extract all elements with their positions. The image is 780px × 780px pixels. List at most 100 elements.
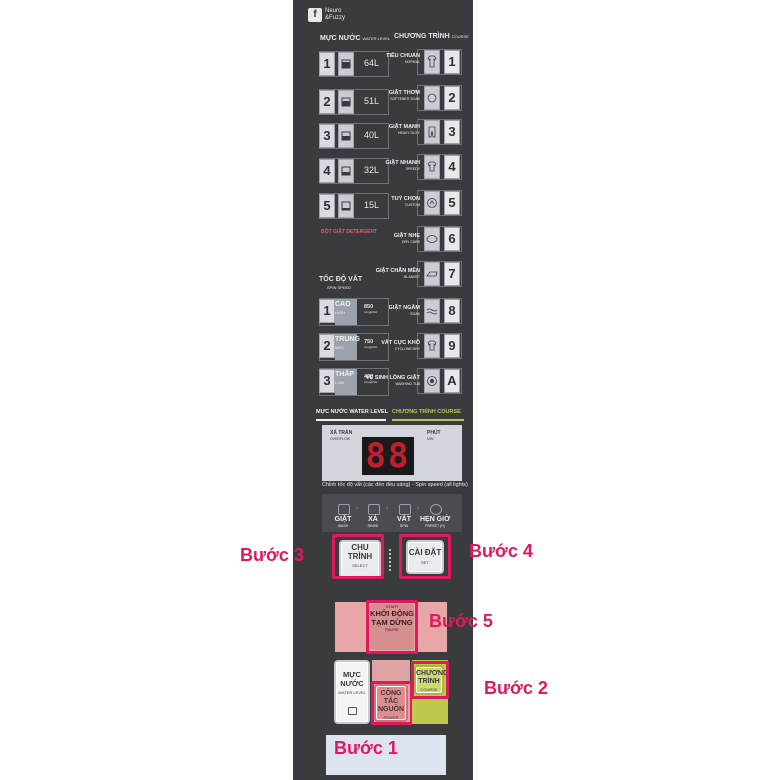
rinse-icon (368, 504, 380, 515)
water-level-num: 4 (319, 159, 335, 183)
water-level-value: 51L (364, 96, 380, 106)
course-num: 9 (444, 334, 460, 358)
legend-course: CHƯƠNG TRÌNH COURSE (392, 409, 461, 415)
spin-icon (399, 504, 411, 515)
brand-logo: f (308, 8, 322, 22)
course-row[interactable] (417, 261, 462, 287)
step1-label: Bước 1 (334, 738, 398, 758)
water-level-num: 5 (319, 194, 335, 218)
course-num: 3 (444, 120, 460, 144)
water-level-num: 2 (319, 90, 335, 114)
clock-icon (430, 504, 442, 515)
course-num: 6 (444, 227, 460, 251)
tub-clean-icon (424, 369, 440, 393)
step5-label: Bước 5 (429, 611, 493, 631)
spin-speed-note: Chỉnh tốc độ vắt (các đèn đều sáng) - Sp… (322, 482, 468, 488)
legend-course-line (392, 419, 464, 421)
shirt-icon (424, 50, 440, 74)
course-num: A (444, 369, 460, 393)
brand-text: Neuro &Fuzzy (325, 8, 346, 21)
arrow-right-icon: › (356, 505, 359, 512)
course-row[interactable] (417, 49, 462, 75)
custom-hand-icon (424, 191, 440, 215)
speedy-shirt-icon (424, 155, 440, 179)
blanket-icon (424, 262, 440, 286)
water-level-value: 40L (364, 130, 380, 140)
dry-care-icon (424, 227, 440, 251)
course-row[interactable] (417, 333, 462, 359)
spin-speed-num: 2 (319, 334, 335, 358)
softener-icon (424, 86, 440, 110)
course-row[interactable] (417, 368, 462, 394)
start-pause-button[interactable]: START KHỞI ĐỘNG TẠM DỪNG PAUSE (370, 604, 414, 650)
course-row[interactable] (417, 190, 462, 216)
tub-icon (338, 52, 354, 76)
tub-icon (338, 90, 354, 114)
wash-icon (338, 504, 350, 515)
water-level-num: 3 (319, 124, 335, 148)
tub-icon (338, 124, 354, 148)
water-level-value: 64L (364, 58, 380, 68)
tub-icon (338, 159, 354, 183)
course-num: 1 (444, 50, 460, 74)
course-num: 8 (444, 299, 460, 323)
course-num: 7 (444, 262, 460, 286)
course-num: 5 (444, 191, 460, 215)
water-level-num: 1 (319, 52, 335, 76)
legend-water-level: MỰC NƯỚC WATER LEVEL (316, 409, 389, 415)
seven-segment-display: 88 (362, 437, 414, 475)
soak-icon (424, 299, 440, 323)
detergent-label: BỘT GIẶT DETERGENT (321, 229, 378, 235)
divider-dots (389, 549, 393, 571)
course-num: 2 (444, 86, 460, 110)
spin-speed-header-en: SPIN SPEED (327, 285, 352, 290)
course-row[interactable] (417, 154, 462, 180)
tub-icon (338, 194, 354, 218)
course-row[interactable] (417, 226, 462, 252)
legend-water-line (316, 419, 386, 421)
arrow-right-icon: › (417, 505, 420, 512)
step2-label: Bước 2 (484, 678, 548, 698)
course-row[interactable] (417, 85, 462, 111)
step3-label: Bước 3 (240, 545, 304, 565)
course-num: 4 (444, 155, 460, 179)
course-row[interactable] (417, 119, 462, 145)
bottom-panel (326, 735, 446, 775)
spin-speed-num: 3 (319, 369, 335, 393)
arrow-right-icon: › (386, 505, 389, 512)
water-level-value: 15L (364, 200, 380, 210)
spin-speed-header: TỐC ĐỘ VẮT (319, 276, 363, 283)
lock-icon (347, 707, 357, 715)
cyclone-dry-icon (424, 334, 440, 358)
course-row[interactable] (417, 298, 462, 324)
water-level-value: 32L (364, 165, 380, 175)
